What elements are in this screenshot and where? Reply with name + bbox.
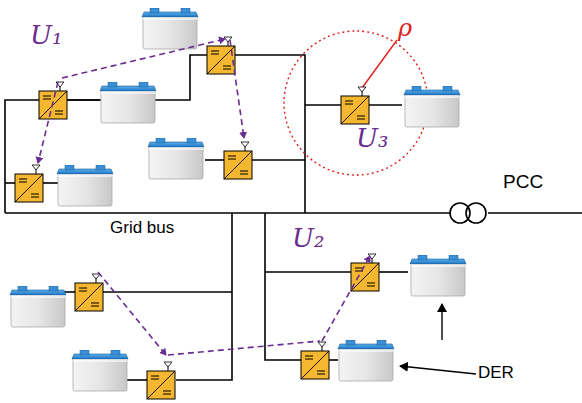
group-label: U₂ <box>292 225 324 251</box>
transformer <box>450 203 486 223</box>
converters <box>15 37 379 399</box>
radius-line <box>362 40 397 88</box>
der-label: DER <box>478 364 514 381</box>
pcc-label: PCC <box>503 172 543 191</box>
wires <box>5 55 582 380</box>
batteries <box>10 8 466 391</box>
der-pointers <box>400 304 476 374</box>
comm-links <box>38 39 370 355</box>
group-label: U₃ <box>356 125 388 151</box>
group-label: U₁ <box>30 22 62 48</box>
bus-label: Grid bus <box>110 219 174 236</box>
radius-label: ρ <box>398 16 412 40</box>
